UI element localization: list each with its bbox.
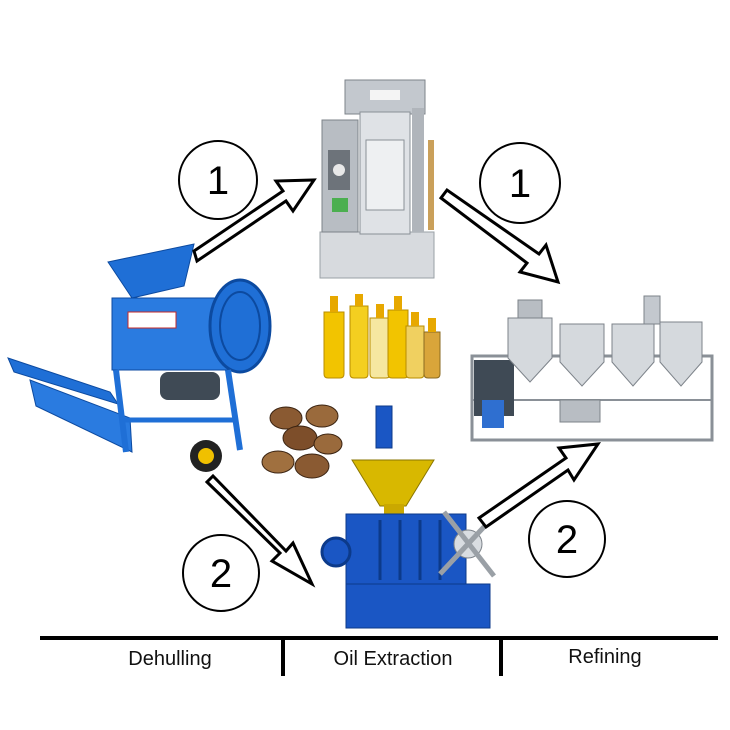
stage-label-oil-extraction: Oil Extraction <box>333 648 453 670</box>
stage-timeline <box>40 636 718 676</box>
oil-refinery-plant-icon <box>470 295 714 442</box>
svg-text:2: 2 <box>556 518 578 562</box>
badge-press-route-right: 1 <box>479 142 561 224</box>
arrow-dehuller-to-press <box>192 178 317 264</box>
badge-expeller-route-right: 2 <box>528 500 606 578</box>
svg-text:1: 1 <box>509 162 531 206</box>
arrow-press-to-refinery <box>438 187 561 285</box>
dehuller-machine-icon <box>7 243 272 472</box>
badge-expeller-route-left: 2 <box>182 534 260 612</box>
screw-oil-expeller-icon <box>320 405 498 629</box>
oil-bottles-icon <box>323 294 441 379</box>
stage-label-dehulling: Dehulling <box>128 648 212 670</box>
castor-seeds-icon <box>261 404 343 479</box>
badge-press-route-left: 1 <box>178 140 258 220</box>
arrow-dehuller-to-expeller <box>204 473 316 588</box>
hydraulic-oil-press-icon <box>319 79 435 279</box>
arrow-expeller-to-refinery <box>476 442 602 530</box>
stage-label-refining: Refining <box>568 646 642 668</box>
svg-text:1: 1 <box>207 159 229 203</box>
svg-text:2: 2 <box>210 552 232 596</box>
